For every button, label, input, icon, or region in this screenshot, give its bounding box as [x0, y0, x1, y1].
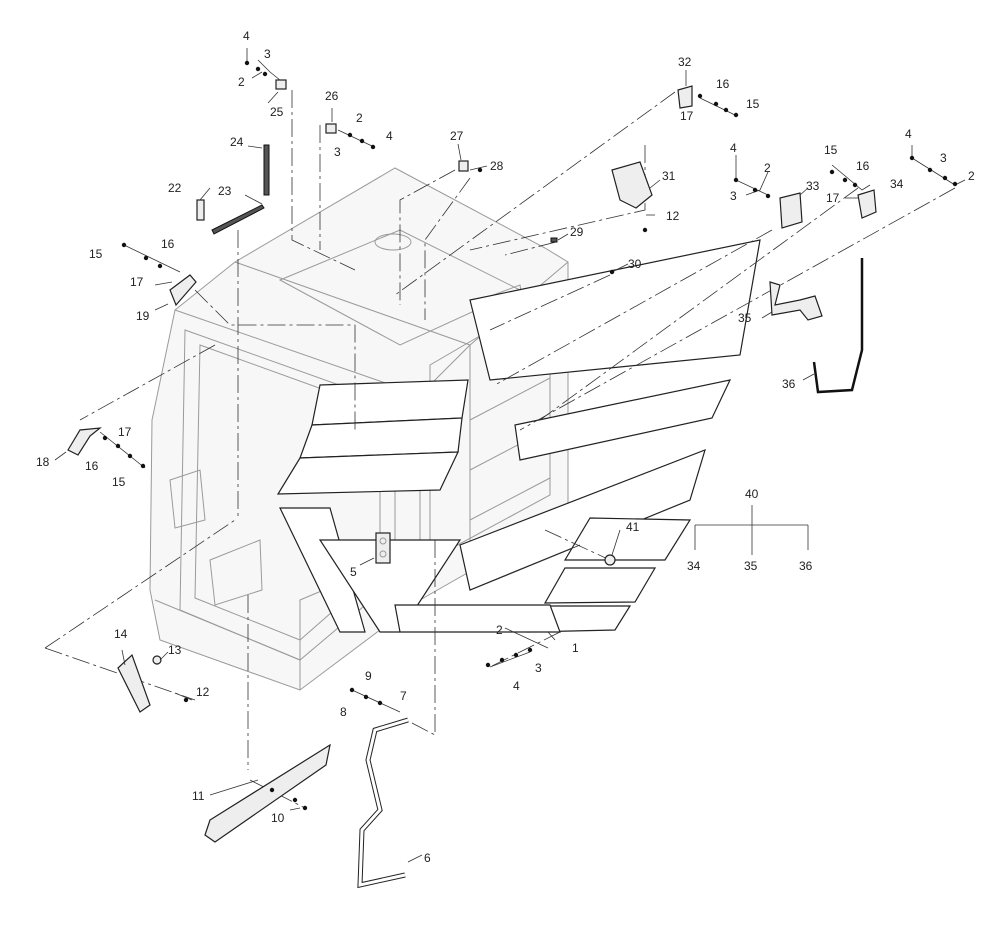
callout-4: 4 [386, 129, 393, 143]
callout-2: 2 [238, 75, 245, 89]
callout-17: 17 [118, 425, 132, 439]
callout-2: 2 [496, 623, 503, 637]
part-24-strip [263, 144, 270, 196]
glass-pane-3 [276, 451, 459, 495]
callout-2: 2 [356, 111, 363, 125]
callout-41: 41 [626, 520, 640, 534]
callout-30: 30 [628, 257, 642, 271]
callout-16: 16 [716, 77, 730, 91]
callout-32: 32 [678, 55, 692, 69]
callout-4: 4 [730, 141, 737, 155]
callout-35: 35 [744, 559, 758, 573]
assembly-lines [44, 90, 956, 809]
callout-4: 4 [905, 127, 912, 141]
callout-26: 26 [325, 89, 339, 103]
part-18-grip [67, 427, 102, 456]
callout-31: 31 [662, 169, 676, 183]
callout-15: 15 [89, 247, 103, 261]
callout-16: 16 [161, 237, 175, 251]
callout-4: 4 [243, 29, 250, 43]
glass-pane-mid-right [514, 379, 732, 461]
callout-8: 8 [340, 705, 347, 719]
part-13-knob [152, 655, 162, 665]
callout-40: 40 [745, 487, 759, 501]
callout-10: 10 [271, 811, 285, 825]
part-41-knob [604, 554, 616, 566]
callout-labels: 4 3 2 25 26 2 4 3 24 22 23 27 28 29 30 3… [36, 29, 975, 865]
callout-14: 14 [114, 627, 128, 641]
part-31-bracket [611, 161, 653, 209]
door-glass-bottom [394, 604, 561, 633]
callout-12: 12 [666, 209, 680, 223]
part-35-handle [769, 281, 823, 321]
glass-pane-small-1 [563, 517, 692, 561]
callout-17: 17 [130, 275, 144, 289]
callout-17: 17 [826, 191, 840, 205]
callout-35: 35 [738, 311, 752, 325]
glass-panes [276, 239, 761, 633]
callout-34: 34 [687, 559, 701, 573]
callout-6: 6 [424, 851, 431, 865]
callout-3: 3 [730, 189, 737, 203]
callout-2: 2 [968, 169, 975, 183]
part-14-bracket [117, 653, 151, 713]
callout-5: 5 [350, 565, 357, 579]
glass-pane-2 [299, 417, 463, 459]
callout-12: 12 [196, 685, 210, 699]
callout-17: 17 [680, 109, 694, 123]
part-27-bracket [458, 160, 469, 172]
callout-9: 9 [365, 669, 372, 683]
callout-27: 27 [450, 129, 464, 143]
door-glass-left-strip [279, 507, 366, 633]
callout-36: 36 [782, 377, 796, 391]
callout-23: 23 [218, 184, 232, 198]
callout-28: 28 [490, 159, 504, 173]
part-34-latch [857, 189, 877, 219]
callout-33: 33 [806, 179, 820, 193]
callout-16: 16 [856, 159, 870, 173]
callout-11: 11 [192, 789, 205, 803]
callout-25: 25 [270, 105, 284, 119]
callout-1: 1 [572, 641, 579, 655]
callout-24: 24 [230, 135, 244, 149]
callout-3: 3 [940, 151, 947, 165]
callout-18: 18 [36, 455, 50, 469]
callout-3: 3 [535, 661, 542, 675]
part-22-pad [196, 199, 205, 221]
parts [67, 79, 877, 889]
callout-15: 15 [112, 475, 126, 489]
glass-pane-upper-right [469, 239, 761, 381]
callout-36: 36 [799, 559, 813, 573]
callout-15: 15 [824, 143, 838, 157]
callout-3: 3 [334, 145, 341, 159]
fastener-dots [102, 60, 958, 811]
callout-34: 34 [890, 177, 904, 191]
glass-pane-small-2 [543, 567, 657, 604]
part-36-cable [812, 258, 864, 394]
leader-lines [54, 48, 966, 863]
part-11-step [204, 743, 331, 843]
part-5-plate [375, 532, 391, 564]
part-26-bracket [325, 123, 337, 134]
callout-29: 29 [570, 225, 584, 239]
part-23-strip [211, 204, 265, 235]
callout-7: 7 [400, 689, 407, 703]
callout-3: 3 [264, 47, 271, 61]
part-32-hinge [677, 85, 693, 109]
callout-15: 15 [746, 97, 760, 111]
part-25-clip [275, 79, 287, 90]
part-19-grip [169, 274, 197, 307]
callout-4: 4 [513, 679, 520, 693]
callout-22: 22 [168, 181, 182, 195]
callout-16: 16 [85, 459, 99, 473]
callout-2: 2 [764, 161, 771, 175]
callout-19: 19 [136, 309, 150, 323]
glass-pane-lower-right [459, 448, 706, 591]
part-6-handrail [357, 717, 409, 889]
part-33-plate [779, 192, 803, 229]
callout-13: 13 [168, 643, 182, 657]
